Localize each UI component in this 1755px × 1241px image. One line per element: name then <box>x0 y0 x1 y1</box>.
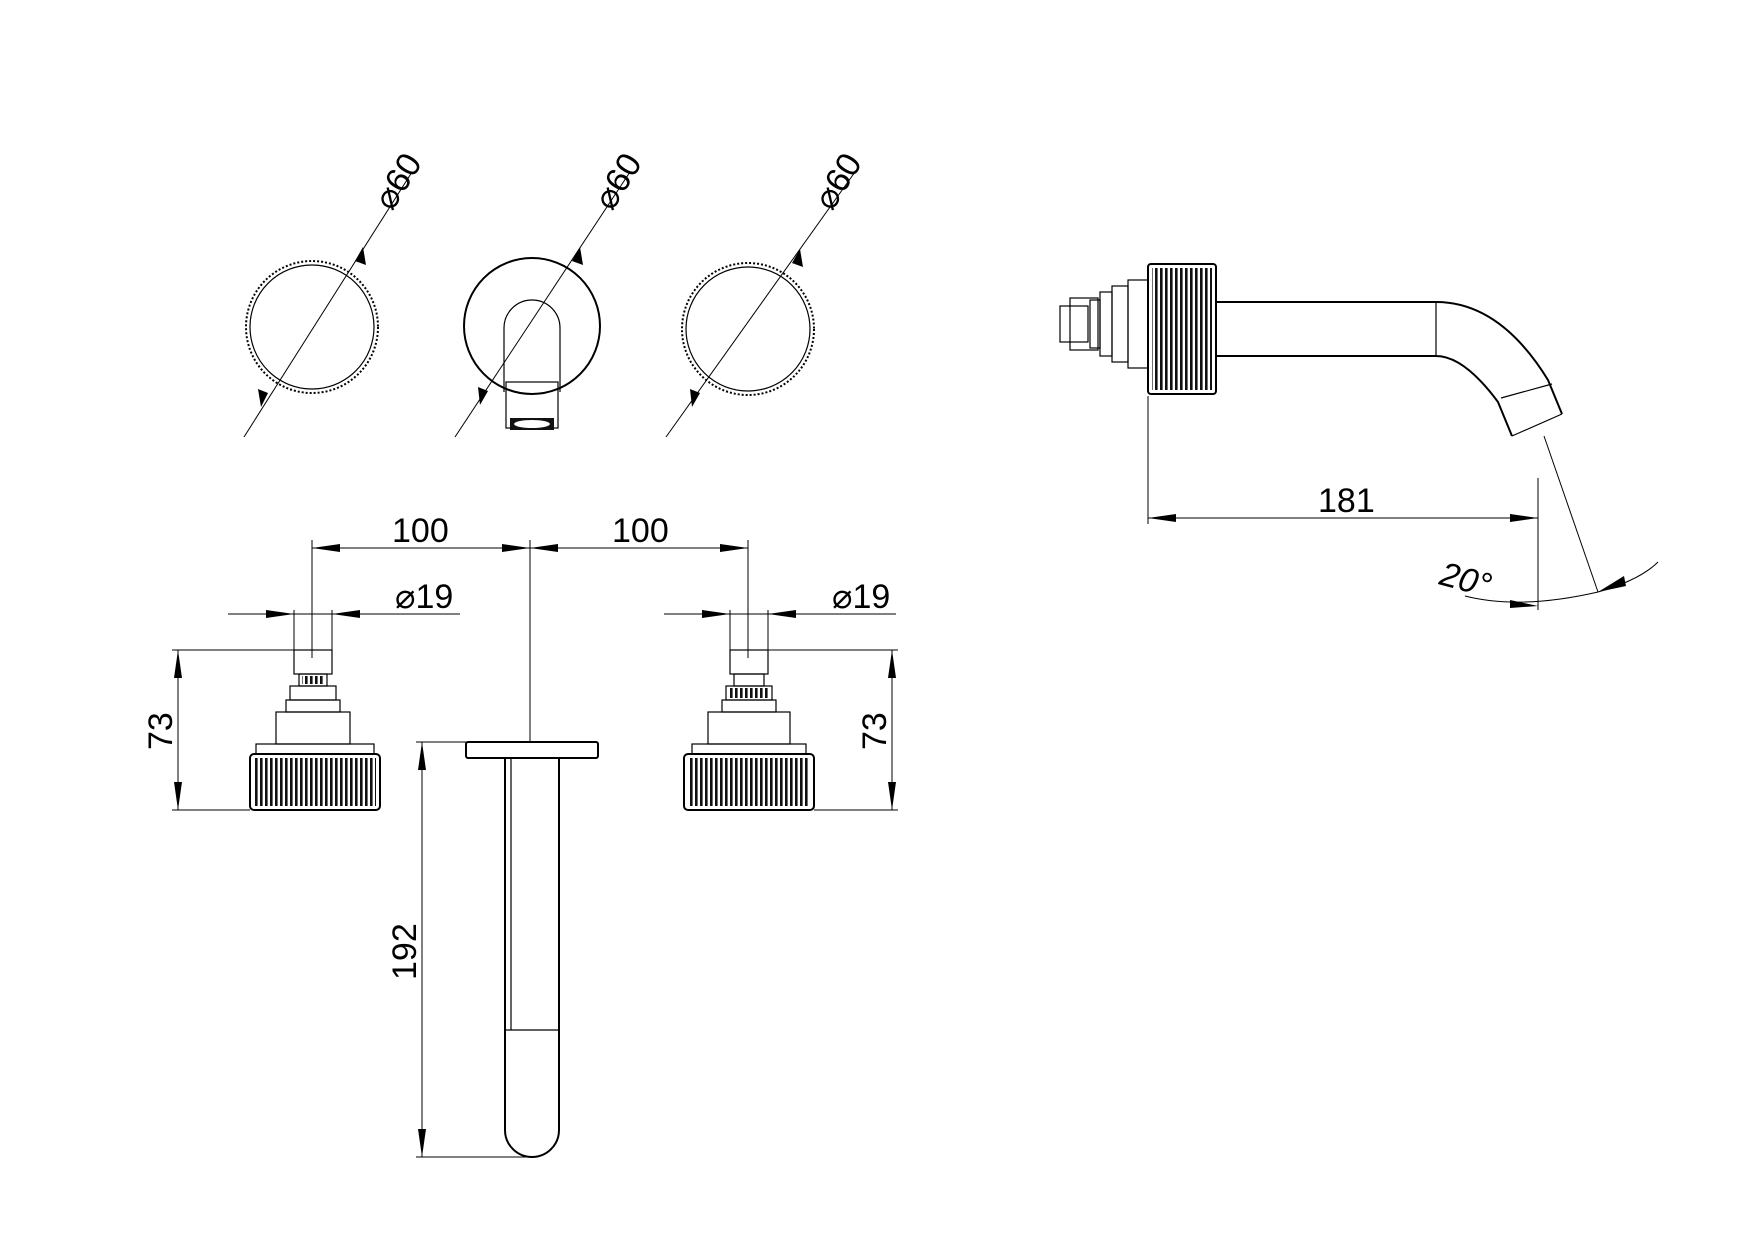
spout-length-label: 192 <box>386 923 424 980</box>
spout-length-dimension: 192 <box>386 741 532 1158</box>
spout-projection-dimension: 181 <box>1147 396 1539 610</box>
handle-spacing-dimension: 100 100 <box>312 512 748 552</box>
right-spindle-diameter-dimension: ⌀19 <box>664 578 896 650</box>
right-spindle-diameter-label: ⌀19 <box>832 578 890 616</box>
spout-flange-front-view: ⌀60 <box>454 147 650 438</box>
spacing-right-label: 100 <box>612 512 669 550</box>
right-handle-diameter-label: ⌀60 <box>807 147 870 217</box>
spout-side-view <box>1059 263 1563 437</box>
left-spindle-diameter-dimension: ⌀19 <box>228 578 460 650</box>
right-handle-depth-dimension: 73 <box>768 649 898 811</box>
left-handle-depth-dimension: 73 <box>142 649 294 811</box>
left-spindle-diameter-label: ⌀19 <box>395 578 453 616</box>
left-handle-top-view <box>249 649 381 811</box>
right-handle-top-view <box>683 649 815 811</box>
spout-angle-dimension: 20° <box>1435 435 1659 608</box>
spout-angle-label: 20° <box>1435 555 1495 605</box>
spout-projection-label: 181 <box>1318 482 1375 520</box>
left-handle-depth-label: 73 <box>142 712 180 750</box>
spacing-left-label: 100 <box>392 512 449 550</box>
right-handle-depth-label: 73 <box>856 712 894 750</box>
right-handle-front-view: ⌀60 <box>665 147 870 438</box>
left-handle-diameter-label: ⌀60 <box>367 147 430 217</box>
spout-top-view <box>465 741 599 1158</box>
left-handle-front-view: ⌀60 <box>243 147 430 438</box>
spout-flange-diameter-label: ⌀60 <box>587 147 650 217</box>
